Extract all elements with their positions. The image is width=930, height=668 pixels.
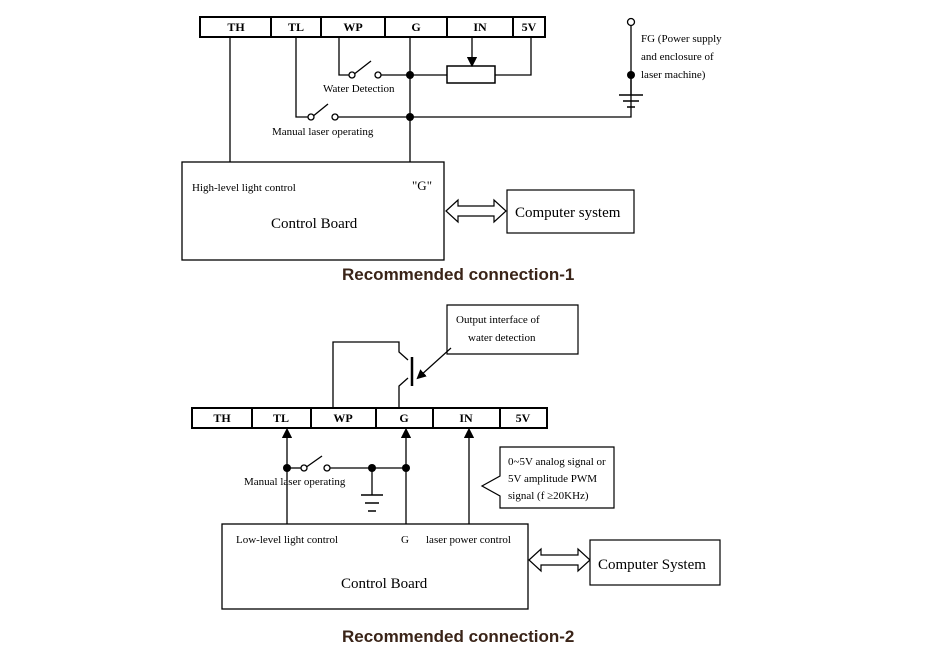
caption-1: Recommended connection-1: [342, 265, 574, 284]
junction-tl: [283, 464, 291, 472]
terminal-th: TH: [227, 20, 245, 34]
control-board-label-2: Control Board: [341, 576, 428, 592]
terminal-in-2: IN: [459, 411, 473, 425]
wires-1: [229, 26, 632, 162]
terminal-th-2: TH: [213, 411, 231, 425]
junction-g-3: [402, 464, 410, 472]
terminal-strip-2: [191, 407, 548, 429]
terminal-tl: TL: [288, 20, 304, 34]
junction-fg: [627, 71, 635, 79]
junction-g-1: [406, 71, 414, 79]
g-mark: "G": [412, 178, 432, 193]
manual-laser-label-2: Manual laser operating: [244, 476, 346, 488]
ground-symbol-1: [619, 94, 643, 108]
water-detection-label: Water Detection: [323, 83, 395, 95]
power-control-label: laser power control: [426, 534, 511, 546]
control-board-label-1: Control Board: [271, 216, 358, 232]
terminal-wp-2: WP: [333, 411, 352, 425]
callout-arrow: [416, 347, 452, 380]
connection-1: TH TL WP G IN 5V: [181, 16, 724, 284]
manual-laser-label-1: Manual laser operating: [272, 126, 374, 138]
junction-gnd: [368, 464, 376, 472]
connection-2: Output interface of water detection TH T…: [191, 304, 721, 646]
terminal-wp: WP: [343, 20, 362, 34]
control-board-2: [221, 523, 529, 610]
terminal-5v: 5V: [522, 20, 537, 34]
terminal-5v-2: 5V: [516, 411, 531, 425]
terminal-in: IN: [473, 20, 487, 34]
fg-terminal: [626, 17, 636, 27]
terminal-g-2: G: [399, 411, 408, 425]
double-arrow-2: [528, 547, 591, 573]
caption-2: Recommended connection-2: [342, 627, 574, 646]
double-arrow-1: [445, 198, 507, 224]
computer-label-2: Computer System: [598, 557, 706, 573]
computer-label-1: Computer system: [515, 205, 621, 221]
high-level-label: High-level light control: [192, 182, 296, 194]
g-label-2: G: [401, 534, 409, 546]
terminal-g: G: [411, 20, 420, 34]
low-level-label: Low-level light control: [236, 534, 338, 546]
transistor-output: [332, 341, 414, 408]
switch-manual-1: [307, 113, 339, 121]
control-board-1: [181, 161, 445, 261]
signal-callout: [480, 446, 615, 509]
switch-water-detection: [348, 71, 382, 79]
computer-box-1: [506, 189, 635, 234]
wires-2: [281, 427, 475, 524]
computer-box-2: [589, 539, 721, 586]
junction-g-2: [406, 113, 414, 121]
output-interface-note: Output interface of water detection: [456, 314, 542, 344]
ground-symbol-2: [361, 494, 383, 512]
fg-note: FG (Power supply and enclosure of laser …: [641, 33, 724, 81]
output-interface-callout: [446, 304, 579, 355]
switch-manual-2: [300, 464, 331, 472]
terminal-tl-2: TL: [273, 411, 289, 425]
terminal-strip-1: [199, 16, 546, 38]
signal-note: 0~5V analog signal or 5V amplitude PWM s…: [508, 456, 608, 502]
